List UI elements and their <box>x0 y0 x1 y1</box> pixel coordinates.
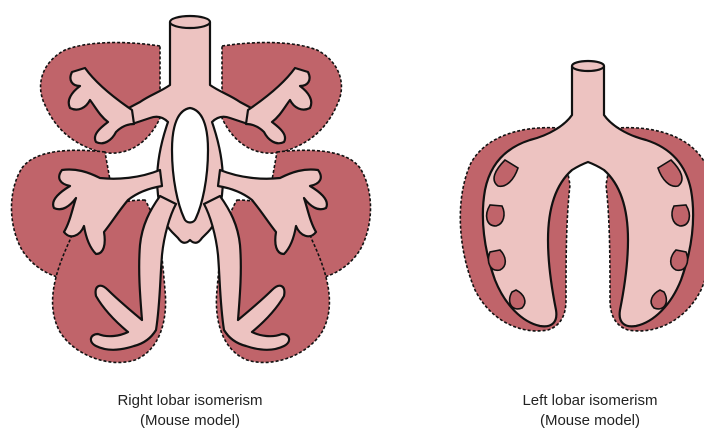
trachea-left-model <box>483 66 693 326</box>
right-isomerism-caption: Right lobar isomerism (Mouse model) <box>40 391 340 431</box>
left-isomerism-caption-line2: (Mouse model) <box>440 411 704 431</box>
left-isomerism-caption-line1: Left lobar isomerism <box>440 391 704 411</box>
trachea-opening-left-model <box>572 61 604 71</box>
left-isomerism-lungs <box>460 61 704 331</box>
right-isomerism-caption-line2: (Mouse model) <box>40 411 340 431</box>
left-isomerism-airways <box>483 61 693 326</box>
lobule <box>671 250 688 270</box>
lobule <box>488 250 505 270</box>
left-isomerism-caption: Left lobar isomerism (Mouse model) <box>440 391 704 431</box>
right-isomerism-caption-line1: Right lobar isomerism <box>40 391 340 411</box>
lobule <box>487 205 504 226</box>
lobule <box>672 205 689 226</box>
trachea-opening <box>170 16 210 28</box>
right-isomerism-lungs <box>12 16 371 362</box>
